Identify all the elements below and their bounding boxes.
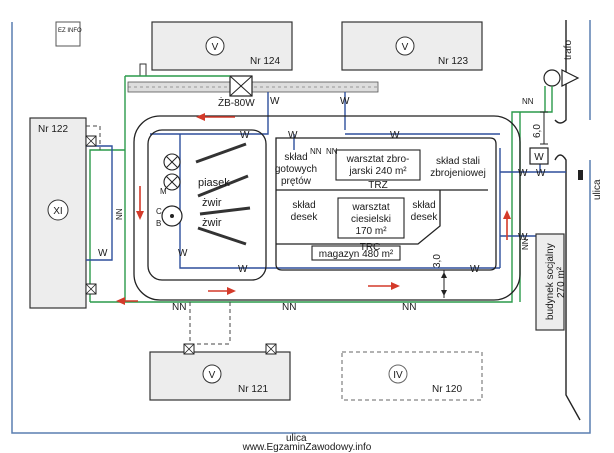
- site-fence: [11, 22, 591, 434]
- label-warsztat-ciesielski-3: 170 m²: [355, 226, 387, 237]
- transformer-station: trafo: [543, 40, 580, 87]
- nr120-label: Nr 120: [432, 384, 462, 395]
- label-sklad-desek-l-1: skład: [292, 200, 315, 211]
- nn-label-bottom-2: NN: [282, 302, 296, 313]
- water-meter-label: W: [534, 152, 544, 163]
- nr122-mark: XI: [53, 206, 62, 217]
- building-nr124: V Nr 124: [151, 21, 293, 71]
- aggregate-m: M: [160, 187, 167, 196]
- water-lines-w: [86, 92, 566, 269]
- w-label-12: W: [98, 248, 108, 259]
- aggregate-zwir-2: żwir: [202, 217, 222, 229]
- nr124-label: Nr 124: [250, 56, 280, 67]
- dimension-bottom-value: 3,0: [432, 254, 443, 268]
- workshop-zone: [275, 137, 497, 271]
- footer-url: www.EgzaminZawodowy.info: [242, 442, 372, 453]
- aggregate-b: B: [156, 219, 161, 228]
- aggregate-yard: piasek żwir żwir M C B: [147, 129, 267, 281]
- w-label-9: W: [518, 168, 528, 179]
- nr123-label: Nr 123: [438, 56, 468, 67]
- label-sklad-stali-1: skład stali: [436, 156, 480, 167]
- street-label-bottom: ulica: [286, 433, 307, 444]
- w-label-1: W: [270, 96, 280, 107]
- nn-label-left: NN: [115, 208, 124, 220]
- w-label-3: W: [240, 130, 250, 141]
- nn-label-trafo: NN: [522, 97, 534, 106]
- nn-label-bottom-3: NN: [402, 302, 416, 313]
- traffic-arrow-bottom-left: [208, 287, 236, 295]
- building-nr120: IV Nr 120: [341, 351, 483, 401]
- dimension-bottom: 3,0: [432, 254, 447, 298]
- w-label-5: W: [390, 130, 400, 141]
- label-trc: TRC: [360, 242, 381, 253]
- meter-post: [578, 170, 583, 180]
- label-trz: TRZ: [368, 180, 387, 191]
- w-label-8: W: [470, 264, 480, 275]
- water-meter: W: [529, 147, 549, 165]
- nr122-label: Nr 122: [38, 124, 68, 135]
- crossbox-nr121-right: [265, 343, 277, 355]
- street-edge-right: [554, 20, 581, 421]
- w-label-6: W: [178, 248, 188, 259]
- crossbox-nr122-top: [85, 135, 97, 147]
- nn-label-bottom-1: NN: [172, 302, 186, 313]
- label-warsztat-zbro-2: jarski 240 m²: [348, 166, 407, 177]
- label-magazyn: magazyn 480 m²: [319, 249, 394, 260]
- w-label-4: W: [288, 130, 298, 141]
- traffic-arrow-left: [136, 186, 144, 220]
- crane-label: ŻB-80W: [218, 96, 255, 109]
- aggregate-c: C: [156, 207, 162, 216]
- social-line2: 270 m²: [556, 266, 567, 298]
- aggregate-zwir-1: żwir: [202, 197, 222, 209]
- label-warsztat-zbro-1: warsztat zbro-: [346, 154, 410, 165]
- label-sklad-pretow-1: skład: [284, 152, 307, 163]
- traffic-arrow-top: [196, 113, 235, 121]
- dashed-link-nr121: [189, 302, 231, 345]
- building-nr123: V Nr 123: [341, 21, 483, 71]
- aggregate-piasek: piasek: [198, 177, 230, 189]
- building-nr121: V Nr 121: [149, 351, 291, 401]
- label-sklad-pretow-3: prętów: [281, 176, 312, 187]
- light-pole: [139, 63, 147, 77]
- crossbox-nr121-left: [183, 343, 195, 355]
- dimension-top: 6,0: [532, 111, 548, 145]
- nr121-mark: V: [209, 370, 216, 381]
- building-social: budynek socjalny 270 m²: [535, 233, 567, 331]
- power-lines-nn: [89, 75, 553, 303]
- logo-text: EZ INFO: [58, 28, 82, 34]
- traffic-arrow-right: [503, 210, 511, 240]
- dimension-top-value: 6,0: [532, 124, 543, 138]
- trafo-label: trafo: [563, 40, 574, 60]
- label-sklad-desek-l-2: desek: [291, 212, 319, 223]
- w-label-2: W: [340, 96, 350, 107]
- label-sklad-desek-r-1: skład: [412, 200, 435, 211]
- ez-info-logo: EZ INFO: [55, 21, 82, 47]
- label-sklad-pretow-2: gotowych: [275, 164, 317, 175]
- street-label-right: ulica: [592, 179, 603, 200]
- nr123-mark: V: [402, 42, 409, 53]
- dashed-link-nr122: [86, 125, 101, 150]
- nn-label-inner-1: NN: [310, 147, 322, 156]
- nn-label-inner-2: NN: [326, 147, 338, 156]
- nr121-label: Nr 121: [238, 384, 268, 395]
- label-sklad-stali-2: zbrojeniowej: [430, 168, 486, 179]
- label-sklad-desek-r-2: desek: [411, 212, 439, 223]
- traffic-arrow-mid: [116, 297, 138, 305]
- label-warsztat-ciesielski-2: ciesielski: [351, 214, 391, 225]
- w-label-7: W: [238, 264, 248, 275]
- site-road-outer: [133, 115, 521, 301]
- traffic-arrow-bottom-right: [368, 282, 400, 290]
- building-nr122: XI Nr 122: [29, 117, 87, 309]
- w-label-11: W: [536, 168, 546, 179]
- label-warsztat-ciesielski-1: warsztat: [351, 202, 389, 213]
- crane-track: ŻB-80W: [127, 75, 379, 109]
- nr120-mark: IV: [393, 370, 403, 381]
- nr124-mark: V: [212, 42, 219, 53]
- social-line1: budynek socjalny: [545, 243, 556, 320]
- nn-label-right: NN: [521, 238, 530, 250]
- crossbox-nr122-bottom: [85, 283, 97, 295]
- w-label-10: W: [518, 232, 528, 243]
